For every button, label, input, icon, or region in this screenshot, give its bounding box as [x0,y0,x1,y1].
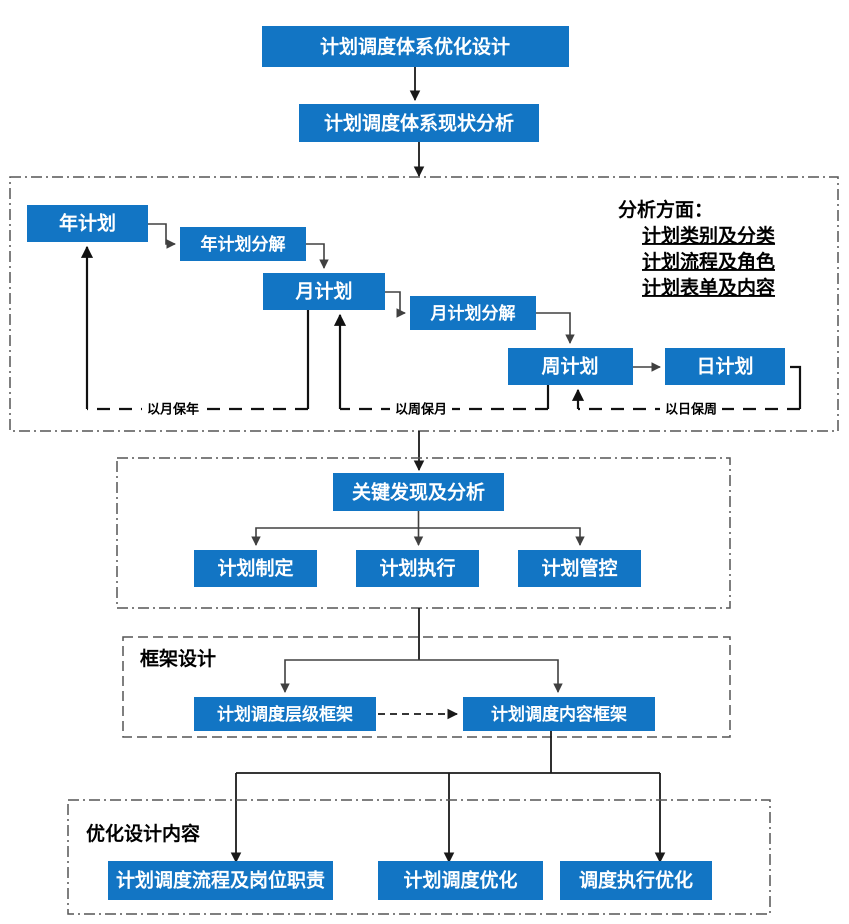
connector-framework-left-branch [280,659,419,693]
node-month-plan-rect [263,273,385,310]
node-day-plan-label: 日计划 [696,355,753,378]
node-month-plan-breakdown-label: 月计划分解 [430,303,516,323]
node-month-plan-breakdown[interactable]: 月计划分解 [410,296,536,330]
node-year-plan-rect [27,205,148,242]
node-plan-formulation-rect [194,550,317,587]
node-current-analysis-label: 计划调度体系现状分析 [324,112,514,135]
node-month-plan-label: 月计划 [294,280,352,303]
node-hierarchy-framework-label: 计划调度层级框架 [217,704,353,724]
node-week-plan-rect [508,348,633,385]
node-execution-optimization-label: 调度执行优化 [579,869,693,892]
node-year-plan-label: 年计划 [59,212,116,235]
node-week-plan-label: 周计划 [541,355,598,378]
node-plan-control[interactable]: 计划管控 [518,550,641,587]
node-scheduling-optimization-label: 计划调度优化 [403,869,517,892]
node-scheduling-optimization[interactable]: 计划调度优化 [378,861,543,900]
node-root[interactable]: 计划调度体系优化设计 [262,26,569,67]
node-plan-execution-label: 计划执行 [379,557,455,580]
feedback-day-vertical-drop [790,365,802,409]
optimization-section-title: 优化设计内容 [86,822,200,845]
node-process-and-duties-rect [108,861,333,900]
connector-month-to-month-breakdown [385,291,406,318]
node-content-framework[interactable]: 计划调度内容框架 [463,697,655,731]
node-key-findings-rect [333,473,504,511]
node-plan-control-rect [518,550,641,587]
node-hierarchy-framework[interactable]: 计划调度层级框架 [194,697,376,731]
node-day-plan-rect [665,348,785,385]
node-plan-control-label: 计划管控 [541,557,617,580]
node-month-plan[interactable]: 月计划 [263,273,385,310]
node-content-framework-label: 计划调度内容框架 [491,704,627,724]
node-root-label: 计划调度体系优化设计 [320,35,510,58]
aspect-item-2: 计划流程及角色 [642,250,775,273]
analysis-section-container [9,176,839,432]
node-year-plan-breakdown[interactable]: 年计划分解 [180,227,306,261]
node-root-rect [262,26,569,67]
node-hierarchy-framework-rect [194,697,376,731]
node-execution-optimization-rect [560,861,712,900]
node-week-plan[interactable]: 周计划 [508,348,633,385]
connector-framework-right-branch [419,659,563,693]
framework-section-title: 框架设计 [140,647,216,670]
node-process-and-duties-label: 计划调度流程及岗位职责 [116,869,325,892]
aspect-item-3: 计划表单及内容 [642,276,775,299]
feedback-label-week-guarantees-month: 以周保月 [395,402,447,417]
node-plan-formulation-label: 计划制定 [217,557,293,580]
connector-month-breakdown-to-week [536,312,575,344]
aspect-item-1: 计划类别及分类 [642,224,775,247]
framework-section-container [122,636,731,738]
feedback-label-day-guarantees-week: 以日保周 [665,402,717,417]
connector-findings-left-branch [251,527,419,546]
node-key-findings[interactable]: 关键发现及分析 [333,473,504,511]
node-process-and-duties[interactable]: 计划调度流程及岗位职责 [108,861,333,900]
node-plan-execution[interactable]: 计划执行 [356,550,479,587]
connector-year-to-year-breakdown [148,223,176,249]
feedback-label-3-bg [660,399,722,419]
feedback-label-1-bg [142,399,204,419]
node-content-framework-rect [463,697,655,731]
node-year-plan[interactable]: 年计划 [27,205,148,242]
node-execution-optimization[interactable]: 调度执行优化 [560,861,712,900]
feedback-label-2-bg [390,399,452,419]
connector-year-breakdown-to-month [306,243,329,269]
optimization-section-container [67,799,771,915]
findings-section-container [116,457,731,609]
connector-findings-right-branch [418,527,585,546]
node-current-analysis-rect [299,104,539,142]
node-year-plan-breakdown-rect [180,227,306,261]
node-year-plan-breakdown-label: 年计划分解 [201,234,286,254]
node-current-analysis[interactable]: 计划调度体系现状分析 [299,104,539,142]
feedback-label-month-guarantees-year: 以月保年 [147,402,199,417]
node-month-plan-breakdown-rect [410,296,536,330]
node-key-findings-label: 关键发现及分析 [352,481,485,504]
aspects-heading: 分析方面： [618,198,713,221]
node-plan-execution-rect [356,550,479,587]
node-plan-formulation[interactable]: 计划制定 [194,550,317,587]
node-day-plan[interactable]: 日计划 [665,348,785,385]
node-scheduling-optimization-rect [378,861,543,900]
